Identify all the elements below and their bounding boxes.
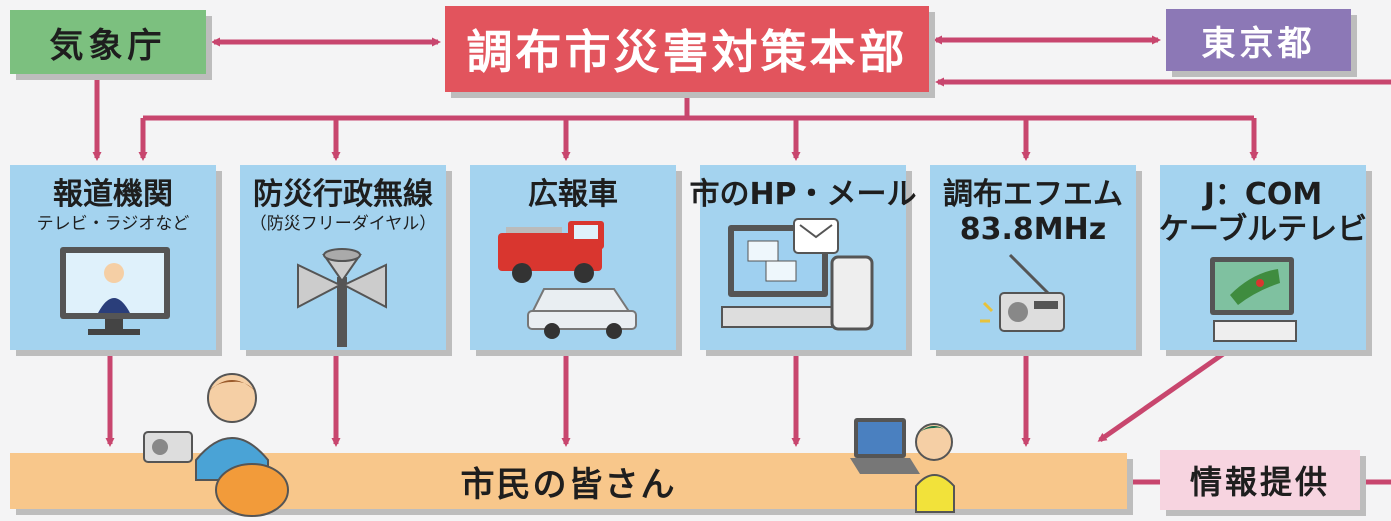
card-media-title: 報道機関 [53,177,173,212]
fire-truck-and-car-icon [498,221,637,339]
card-web-mail-title: 市のHP・メール [689,177,917,212]
jma-label: 気象庁 [49,25,167,66]
card-media-sub: テレビ・ラジオなど [36,214,190,234]
card-web-mail: 市のHP・メール [689,165,917,350]
arrow-card6-citizens [1097,349,1228,443]
tv-newscaster-icon [60,247,170,335]
info-provision-label: 情報提供 [1189,463,1330,501]
disaster-hq-box: 調布市災害対策本部 [445,6,929,92]
card-jcom-subtitle: ケーブルテレビ [1158,212,1368,247]
card-media: 報道機関 テレビ・ラジオなど [10,165,216,350]
card-chofu-fm: 調布エフエム 83.8MHz [930,165,1136,350]
card-jcom-title: J：COM [1203,177,1323,212]
tokyo-box: 東京都 [1166,9,1351,71]
computer-and-phone-icon [721,218,874,331]
tokyo-label: 東京都 [1201,23,1316,64]
jma-box: 気象庁 [10,10,206,74]
citizens-label: 市民の皆さん [460,464,677,505]
radio-icon [980,253,1065,332]
card-radio-system-sub: （防災フリーダイヤル） [249,214,437,234]
citizen-with-radio-illustration [143,373,289,517]
loudspeaker-icon [297,248,387,347]
info-provision-box: 情報提供 [1160,450,1360,510]
card-radio-system: 防災行政無線 （防災フリーダイヤル） [240,165,446,350]
tv-map-icon [1210,257,1297,342]
card-chofu-fm-title: 調布エフエム [943,177,1123,212]
citizen-with-laptop-illustration [850,418,955,513]
card-chofu-fm-frequency: 83.8MHz [959,212,1107,247]
disaster-hq-label: 調布市災害対策本部 [466,25,908,79]
card-pr-vehicle: 広報車 [470,165,676,350]
card-radio-system-title: 防災行政無線 [253,177,433,212]
card-pr-vehicle-title: 広報車 [528,177,618,212]
arrow-info-feedback [938,82,1391,485]
card-jcom: J：COM ケーブルテレビ [1158,165,1368,350]
